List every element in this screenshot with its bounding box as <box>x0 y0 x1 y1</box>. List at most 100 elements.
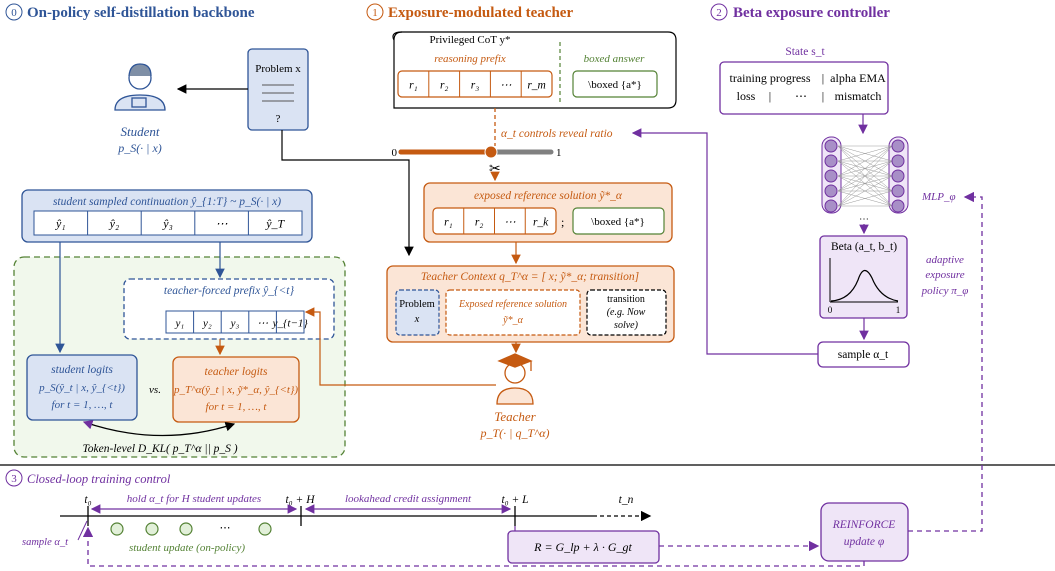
svg-text:On-policy self-distillation ba: On-policy self-distillation backbone <box>27 5 255 21</box>
sample-to-slider-arrow <box>631 128 818 355</box>
svg-text:|: | <box>822 71 824 85</box>
prefix-token: r₃ <box>471 80 479 92</box>
teacher-logits-box: teacher logits p_T^α(ŷ_t | x, ỹ*_α, ŷ_{<… <box>172 356 300 423</box>
svg-text:solve): solve) <box>614 320 639 331</box>
mlp-node <box>824 184 838 198</box>
mlp-node <box>891 154 905 168</box>
sampled-token: ŷ₁ <box>55 217 66 231</box>
mlp-network <box>821 136 909 214</box>
reinforce-to-mlp-arrow <box>908 191 983 532</box>
svg-text:boxed answer: boxed answer <box>584 53 646 65</box>
prefix-token: r₂ <box>440 80 448 92</box>
sampled-token: ŷ₂ <box>109 217 120 231</box>
svg-text:0: 0 <box>392 147 398 159</box>
label-t0H: t₀ + H <box>285 494 315 506</box>
alpha-slider: 0 1 <box>392 145 562 159</box>
sample-alpha-label: sample α_t <box>22 537 69 548</box>
student-icon <box>114 63 166 111</box>
svg-text:mismatch: mismatch <box>835 89 882 103</box>
svg-text:student logits: student logits <box>51 364 113 376</box>
prefix-token: r₁ <box>409 80 417 92</box>
teacher-icon <box>496 353 534 405</box>
svg-text:p_S(ŷ_t | x, ŷ_{<t}): p_S(ŷ_t | x, ŷ_{<t}) <box>38 382 125 394</box>
kl-arrow <box>82 420 236 437</box>
label-tn: t_n <box>619 494 634 506</box>
svg-text:Beta exposure controller: Beta exposure controller <box>733 5 890 21</box>
label-t0: t₀ <box>84 494 91 506</box>
exposed-token: r_k <box>533 217 549 229</box>
sampled-continuation-box: student sampled continuation ŷ_{1:T} ~ p… <box>21 189 313 243</box>
svg-text:3: 3 <box>11 473 17 485</box>
svg-text:1: 1 <box>896 305 901 315</box>
svg-text:student sampled continuation ŷ: student sampled continuation ŷ_{1:T} ~ p… <box>53 196 281 208</box>
reveal-ratio-caption: α_t controls reveal ratio <box>501 128 613 140</box>
svg-text:Exposure-modulated teacher: Exposure-modulated teacher <box>388 5 573 21</box>
reward-box: R = G_lp + λ · G_gt <box>507 530 660 564</box>
svg-text:REINFORCE: REINFORCE <box>832 519 896 531</box>
svg-text:loss: loss <box>737 89 756 103</box>
svg-text:1: 1 <box>372 7 378 19</box>
svg-text:0: 0 <box>828 305 833 315</box>
policy-line-2: exposure <box>925 269 964 281</box>
svg-text:x: x <box>414 314 420 325</box>
svg-text:\boxed {a*}: \boxed {a*} <box>591 216 645 228</box>
svg-text:Closed-loop training control: Closed-loop training control <box>27 472 171 486</box>
student-label: Student <box>121 124 160 139</box>
teacher-to-logits-arrow <box>304 307 496 386</box>
forced-token: y_{t−1} <box>272 318 309 330</box>
mlp-node <box>891 184 905 198</box>
svg-text:\boxed {a*}: \boxed {a*} <box>588 79 642 91</box>
kl-label: Token-level D_KL( p_T^α || p_S ) <box>82 443 237 455</box>
prefix-token: ⋯ <box>500 80 512 92</box>
svg-text:Exposed reference solution: Exposed reference solution <box>458 299 567 310</box>
mlp-node <box>891 139 905 153</box>
svg-text:training progress: training progress <box>730 71 811 85</box>
exposed-reference-box: exposed reference solution ỹ*_α ; \boxed… <box>423 182 673 243</box>
mlp-node <box>824 154 838 168</box>
privileged-cot-scroll: Privileged CoT y* reasoning prefix boxed… <box>392 31 677 109</box>
section-0-title: 0 On-policy self-distillation backbone <box>5 3 255 21</box>
svg-text:1: 1 <box>556 147 562 159</box>
mlp-dots: ⋯ <box>859 214 869 225</box>
forced-token: y₂ <box>202 318 212 330</box>
problem-card: Problem x ? <box>247 48 309 131</box>
teacher-forced-prefix-box: teacher-forced prefix ŷ_{<t} <box>123 278 335 340</box>
section-1-title: 1 Exposure-modulated teacher <box>366 3 573 21</box>
svg-text:2: 2 <box>716 7 722 19</box>
forced-token: y₁ <box>174 318 184 330</box>
sampled-token: ŷ_T <box>265 217 285 231</box>
teacher-dist: p_T(· | q_T^α) <box>480 426 550 440</box>
svg-text:Problem: Problem <box>399 299 435 310</box>
svg-text:0: 0 <box>11 7 17 19</box>
prefix-token: r_m <box>527 80 546 92</box>
mlp-node <box>824 139 838 153</box>
beta-box: Beta (a_t, b_t) 0 1 <box>819 235 908 319</box>
exposed-token: r₁ <box>444 217 452 229</box>
hold-label: hold α_t for H student updates <box>127 493 261 505</box>
svg-text:exposed reference solution ỹ*_: exposed reference solution ỹ*_α <box>474 190 623 202</box>
loop-back-arrow <box>82 526 865 567</box>
exposed-token: r₂ <box>475 217 483 229</box>
mlp-node <box>824 169 838 183</box>
sample-alpha-box: sample α_t <box>817 341 910 368</box>
vs-label: vs. <box>149 384 161 396</box>
svg-text:Problem x: Problem x <box>255 63 301 75</box>
update-dot <box>145 522 159 536</box>
sample-pointer <box>77 520 88 541</box>
svg-text:transition: transition <box>607 294 645 305</box>
section-2-title: 2 Beta exposure controller <box>710 3 890 21</box>
policy-line-1: adaptive <box>926 254 964 266</box>
update-dot <box>110 522 124 536</box>
svg-text:p_T^α(ŷ_t | x, ỹ*_α, ŷ_{<t}): p_T^α(ŷ_t | x, ỹ*_α, ŷ_{<t}) <box>173 384 298 396</box>
svg-text:Privileged CoT y*: Privileged CoT y* <box>429 34 510 46</box>
teacher-context-box: Teacher Context q_T^α = [ x; ỹ*_α; trans… <box>386 265 675 343</box>
svg-text:Beta (a_t, b_t): Beta (a_t, b_t) <box>831 241 897 253</box>
state-box: training progress | alpha EMA loss | ⋯ |… <box>719 61 889 115</box>
exposed-token: ⋯ <box>504 217 516 229</box>
svg-text:|: | <box>822 89 824 103</box>
problem-to-teacher-arrow <box>281 130 414 257</box>
section-3-title: 3 Closed-loop training control <box>5 469 171 487</box>
student-update-label: student update (on-policy) <box>129 542 245 554</box>
mlp-node <box>891 199 905 213</box>
